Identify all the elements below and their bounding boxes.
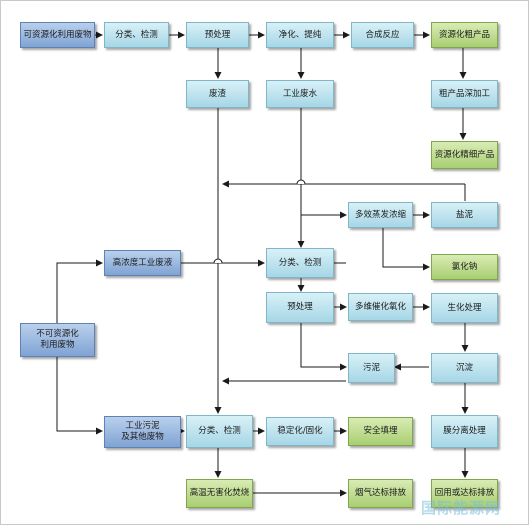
node-pretreat-2: 预处理 [266,292,334,323]
node-sludge: 污泥 [348,353,395,383]
node-waste-residue: 废渣 [186,80,249,108]
node-flue-gas-discharge: 烟气达标排放 [348,479,413,508]
node-stabilize-solidify: 稳定化/固化 [266,417,334,446]
watermark-text: 国际能源网 [421,499,502,517]
node-purify-extract: 净化、提纯 [266,22,334,48]
arrow-nonrec-to-highconc [56,259,103,323]
arrow-pretreat2-to-sludge [300,323,347,371]
crossing-hop-1 [213,258,223,264]
node-recyclable-waste: 可资源化利用废物 [20,22,95,48]
node-catalytic-oxidation: 多维催化氧化 [348,293,413,321]
node-non-recyclable-waste: 不可资源化 利用废物 [20,323,95,357]
node-crude-product: 资源化粗产品 [431,22,498,48]
arrow-nonrec-to-industrial [56,357,103,435]
node-safe-landfill: 安全填埋 [348,417,413,446]
node-refined-product: 资源化精细产品 [431,141,498,169]
node-salt-mud: 盐泥 [431,202,498,228]
node-sort-detect-1: 分类、检测 [104,22,169,48]
node-biochemical: 生化处理 [431,293,498,323]
crossing-hop-2 [296,179,306,185]
node-multi-effect-evaporator: 多效蒸发浓缩 [348,202,413,228]
node-industrial-sludge: 工业污泥 及其他废物 [104,416,181,448]
node-industrial-wastewater: 工业废水 [266,80,334,108]
node-sort-detect-2: 分类、检测 [266,248,334,278]
arrow-evaporator-to-nacl [382,228,430,271]
node-pretreat-1: 预处理 [186,22,249,48]
node-high-conc-wastewater: 高浓度工业废液 [104,250,181,276]
node-crude-deep-processing: 粗产品深加工 [431,80,498,108]
node-synthesis: 合成反应 [351,22,414,48]
node-incineration: 高温无害化焚烧 [186,479,253,508]
node-sodium-chloride: 氯化钠 [431,254,498,280]
node-sedimentation: 沉淀 [431,353,498,383]
node-sort-detect-3: 分类、检测 [186,415,253,448]
node-reuse-discharge: 回用或达标排放 [431,479,498,508]
node-membrane-separation: 膜分离处理 [431,415,498,448]
